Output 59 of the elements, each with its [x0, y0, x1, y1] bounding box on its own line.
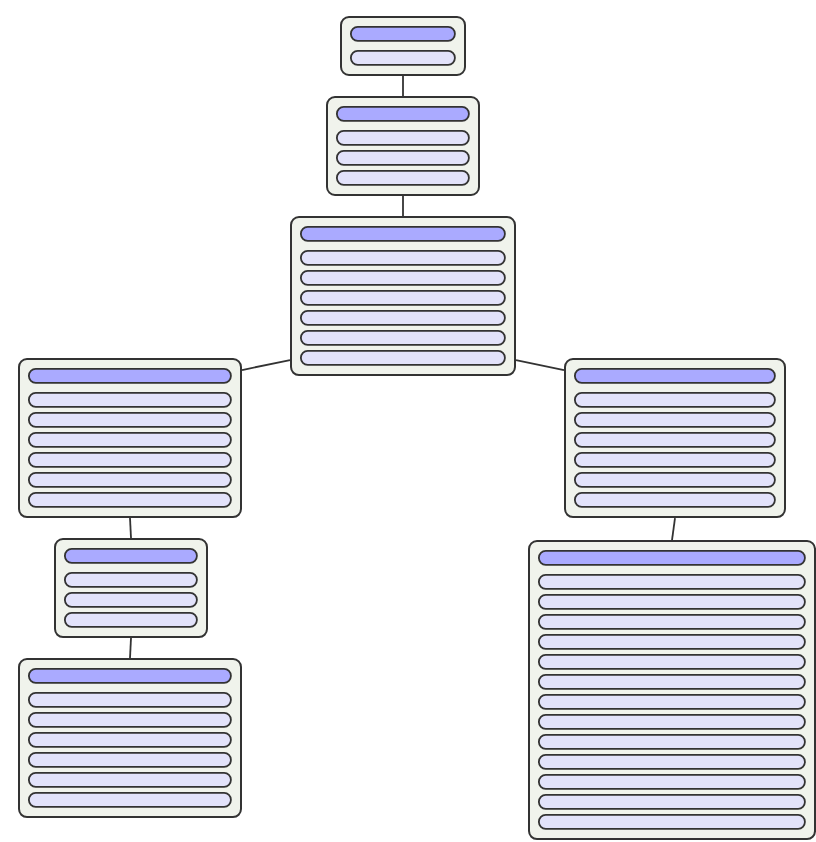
row-bar [574, 492, 776, 508]
row-bar [336, 150, 470, 166]
row-bar [538, 674, 806, 690]
row-bar [28, 732, 232, 748]
connector-line [241, 359, 291, 371]
row-bar [28, 472, 232, 488]
header-bar [28, 368, 232, 384]
row-bar [300, 250, 506, 266]
connector-line [129, 517, 132, 539]
header-bar [574, 368, 776, 384]
row-bar [538, 634, 806, 650]
row-bar [574, 472, 776, 488]
row-bar [538, 794, 806, 810]
header-bar [300, 226, 506, 242]
row-bar [28, 752, 232, 768]
row-bar [64, 592, 198, 608]
row-bar [350, 50, 456, 66]
row-bar [538, 614, 806, 630]
row-bar [28, 492, 232, 508]
header-bar [350, 26, 456, 42]
header-bar [336, 106, 470, 122]
row-bar [538, 654, 806, 670]
row-bar [538, 714, 806, 730]
row-bar [300, 290, 506, 306]
row-bar [538, 814, 806, 830]
row-bar [28, 792, 232, 808]
row-bar [28, 452, 232, 468]
row-bar [574, 412, 776, 428]
row-bar [300, 270, 506, 286]
header-bar [538, 550, 806, 566]
row-bar [574, 432, 776, 448]
row-bar [574, 392, 776, 408]
row-bar [538, 574, 806, 590]
connector-line [515, 359, 565, 371]
row-bar [28, 432, 232, 448]
row-bar [300, 330, 506, 346]
connector-line [402, 75, 404, 97]
row-bar [64, 572, 198, 588]
row-bar [28, 392, 232, 408]
row-bar [538, 754, 806, 770]
row-bar [538, 694, 806, 710]
row-bar [28, 772, 232, 788]
connector-line [671, 517, 676, 541]
row-bar [336, 170, 470, 186]
row-bar [336, 130, 470, 146]
row-bar [538, 774, 806, 790]
row-bar [28, 712, 232, 728]
row-bar [574, 452, 776, 468]
header-bar [28, 668, 232, 684]
row-bar [300, 350, 506, 366]
row-bar [28, 692, 232, 708]
row-bar [538, 594, 806, 610]
row-bar [28, 412, 232, 428]
row-bar [538, 734, 806, 750]
row-bar [64, 612, 198, 628]
connector-line [129, 637, 132, 659]
header-bar [64, 548, 198, 564]
row-bar [300, 310, 506, 326]
connector-line [402, 195, 404, 217]
